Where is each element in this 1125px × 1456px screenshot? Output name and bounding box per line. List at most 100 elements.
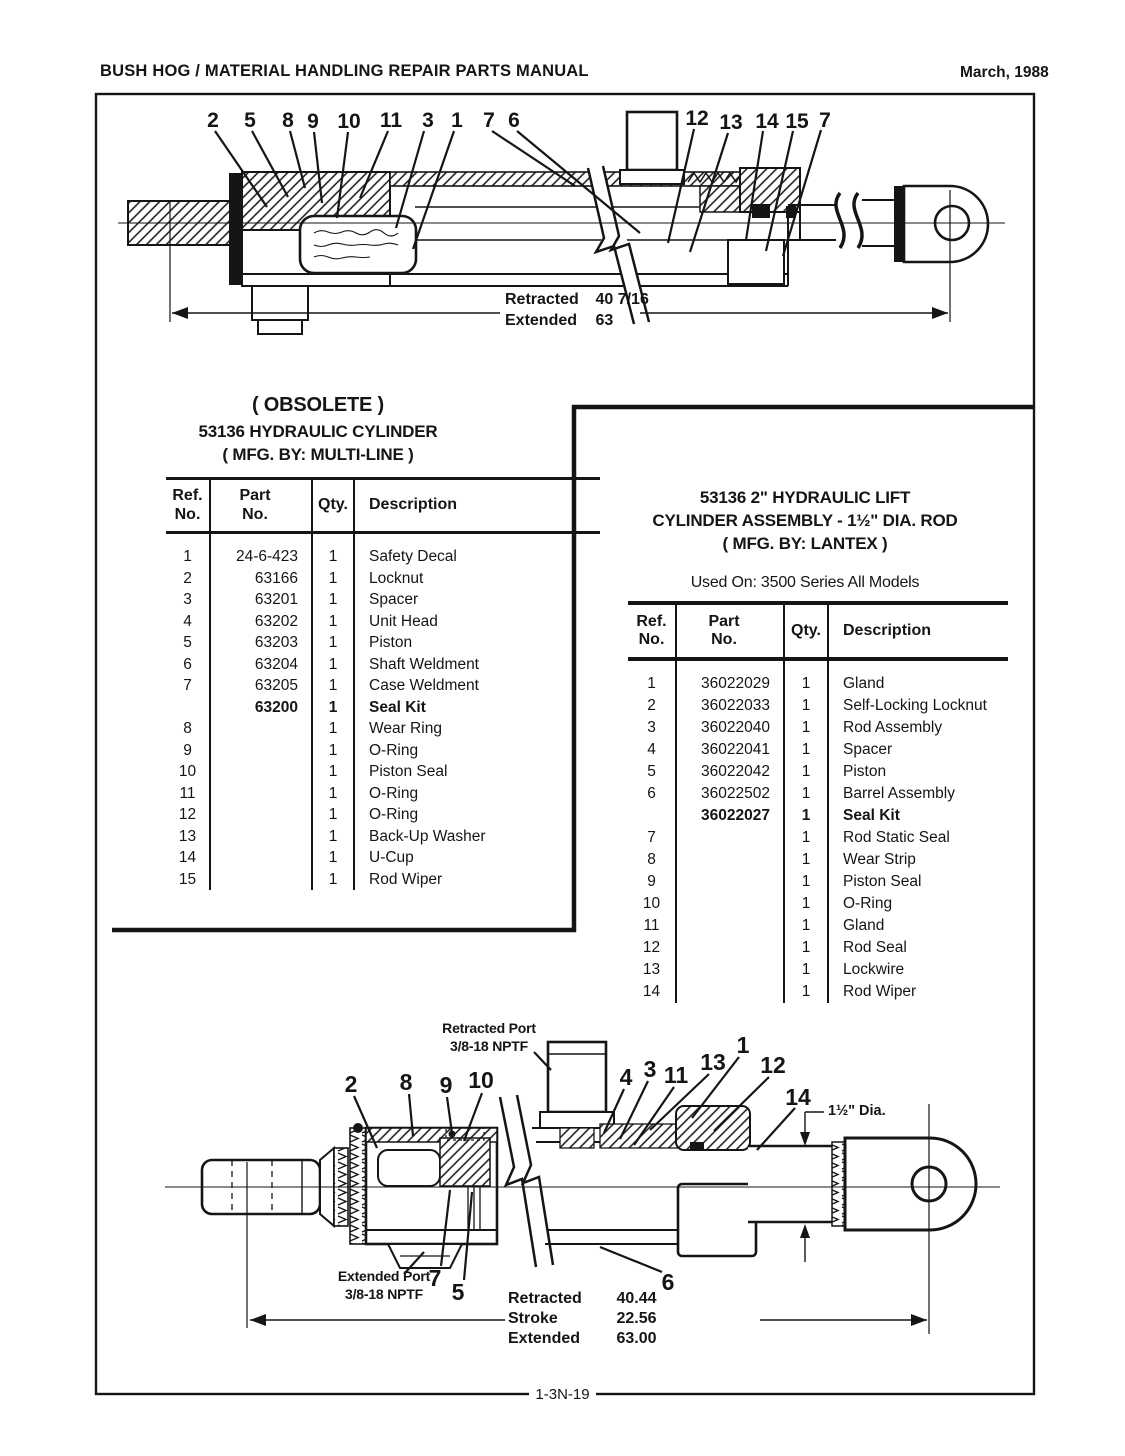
cell-ref: 8	[183, 720, 192, 737]
cell-desc: Lockwire	[827, 959, 1008, 981]
cell-desc: Wear Ring	[353, 718, 600, 740]
callout-number: 14	[785, 1084, 811, 1110]
cell-part: 63202	[209, 610, 312, 632]
cell-ref: 11	[179, 784, 196, 802]
cell-desc: U-Cup	[353, 847, 600, 869]
cell-part	[675, 981, 784, 1003]
cell-ref: 13	[642, 961, 661, 978]
cell-qty: 1	[311, 804, 354, 826]
cell-qty: 1	[311, 589, 354, 611]
dimension-label: Retracted	[505, 291, 579, 308]
cell-part: 63205	[209, 675, 312, 697]
top-dimension-text: Retracted 40 7/16 Extended 63	[505, 291, 649, 333]
cell-ref: 12	[642, 939, 661, 956]
current-table-title: 53136 2" HYDRAULIC LIFT CYLINDER ASSEMBL…	[610, 486, 1000, 592]
dimension-value: 63.00	[616, 1330, 657, 1347]
cell-ref: 12	[178, 806, 197, 823]
cell-part: 63166	[209, 567, 312, 589]
cell-qty: 1	[311, 847, 354, 869]
table-header-row: Ref. No.Part No.Qty.Description	[628, 603, 1008, 661]
cell-desc: Barrel Assembly	[827, 783, 1008, 805]
cell-part	[675, 937, 784, 959]
issue-date: March, 1988	[960, 64, 1049, 81]
cell-part: 24-6-423	[209, 532, 312, 568]
column-header: Part No.	[675, 603, 784, 661]
cell-part: 36022042	[675, 761, 784, 783]
cell-part	[675, 893, 784, 915]
dimension-value: 63	[595, 312, 614, 329]
callout-number: 7	[483, 109, 495, 132]
cell-qty: 1	[783, 915, 828, 937]
callout-number: 14	[755, 110, 779, 133]
callout-number: 8	[400, 1069, 413, 1095]
cell-qty: 1	[311, 825, 354, 847]
cell-desc: Rod Seal	[827, 937, 1008, 959]
cell-ref: 3	[647, 719, 656, 736]
cell-qty: 1	[783, 849, 828, 871]
extended-port-label: Extended Port 3/8-18 NPTF	[328, 1268, 440, 1303]
cell-part	[209, 804, 312, 826]
port-label-line: Retracted Port	[442, 1020, 536, 1036]
retracted-port-label: Retracted Port 3/8-18 NPTF	[428, 1020, 550, 1055]
cell-ref: 11	[643, 917, 660, 934]
cell-qty: 1	[311, 567, 354, 589]
column-header: Part No.	[209, 478, 312, 534]
cell-desc: Safety Decal	[353, 532, 600, 568]
column-header: Description	[827, 603, 1008, 661]
callout-number: 13	[700, 1049, 726, 1075]
callout-number: 1	[737, 1032, 750, 1058]
port-label-line: Extended Port	[337, 1268, 431, 1284]
cell-desc: Rod Static Seal	[827, 827, 1008, 849]
cell-ref: 8	[647, 851, 656, 868]
dimension-row: Extended 63.00	[508, 1330, 657, 1350]
dimension-label: Stroke	[508, 1310, 558, 1327]
callout-number: 3	[644, 1056, 657, 1082]
footer: 1-3N-19	[0, 1386, 1125, 1404]
cell-desc: Piston Seal	[827, 871, 1008, 893]
cell-qty: 1	[311, 653, 354, 675]
cell-ref: 6	[647, 785, 656, 802]
cell-ref: 2	[647, 697, 656, 714]
cell-part	[209, 825, 312, 847]
callout-number: 7	[429, 1265, 442, 1291]
callout-number: 2	[345, 1071, 358, 1097]
cell-ref: 4	[183, 612, 192, 630]
cell-qty: 1	[311, 632, 354, 654]
dimension-value: 22.56	[616, 1310, 657, 1327]
callout-number: 6	[662, 1269, 675, 1295]
cell-part: 36022040	[675, 717, 784, 739]
obsolete-flag: ( OBSOLETE )	[251, 394, 385, 416]
cell-ref: 9	[647, 873, 656, 890]
cell-part: 36022033	[675, 695, 784, 717]
callout-number: 2	[207, 109, 219, 132]
cell-part	[209, 847, 312, 869]
cell-ref: 10	[642, 895, 661, 912]
callout-number: 4	[620, 1064, 633, 1090]
cell-qty: 1	[783, 805, 828, 827]
callout-number: 9	[440, 1072, 453, 1098]
cell-ref: 10	[178, 763, 197, 780]
cell-desc: Self-Locking Locknut	[827, 695, 1008, 717]
cell-desc: O-Ring	[353, 739, 600, 761]
dimension-row: Retracted 40.44	[508, 1290, 657, 1310]
callout-number: 1	[451, 109, 463, 132]
cell-qty: 1	[311, 718, 354, 740]
cell-part	[209, 718, 312, 740]
